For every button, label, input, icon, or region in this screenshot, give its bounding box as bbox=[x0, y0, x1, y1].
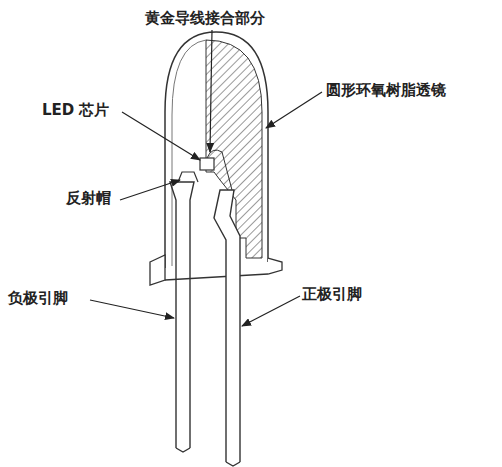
leader-line bbox=[242, 296, 300, 326]
part-label: 圆形环氧树脂透镜 bbox=[326, 80, 446, 100]
reflector-cup bbox=[178, 172, 198, 182]
lens-outline bbox=[165, 32, 268, 268]
gold-wire bbox=[207, 150, 232, 190]
led-chip bbox=[200, 158, 214, 170]
leader-line bbox=[210, 30, 212, 152]
flange bbox=[150, 255, 165, 285]
part-label: 负极引脚 bbox=[8, 288, 68, 308]
lead-tip bbox=[176, 448, 190, 452]
base-edge bbox=[165, 274, 268, 280]
positive-lead bbox=[214, 190, 240, 462]
part-label: LED 芯片 bbox=[42, 100, 109, 120]
lead-tip bbox=[226, 462, 240, 466]
negative-lead bbox=[170, 182, 194, 448]
leader-line bbox=[266, 92, 322, 128]
part-label: 正极引脚 bbox=[302, 284, 362, 304]
flange bbox=[268, 258, 282, 274]
part-label: 反射帽 bbox=[66, 188, 111, 208]
leader-line bbox=[90, 300, 174, 318]
part-label: 黄金导线接合部分 bbox=[145, 8, 265, 28]
leader-line bbox=[122, 112, 200, 160]
leader-line bbox=[120, 180, 180, 200]
